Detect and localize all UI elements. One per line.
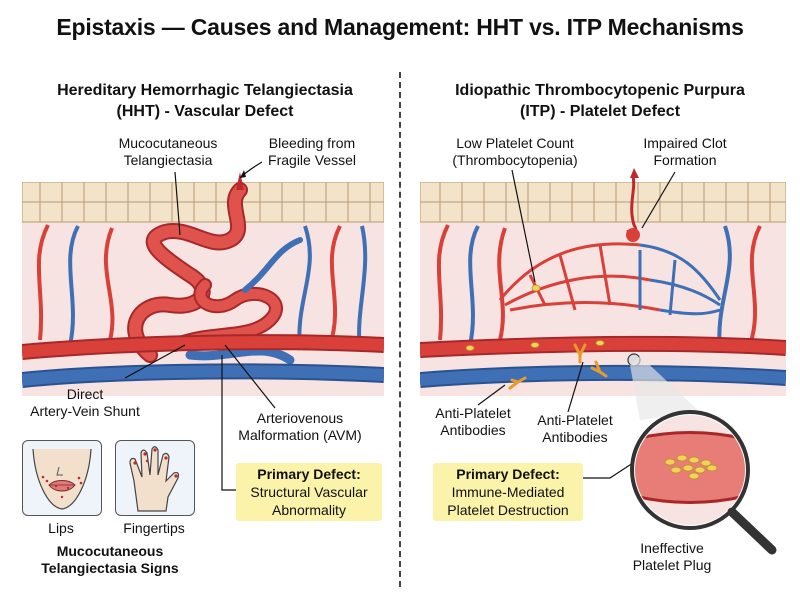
platelet-cluster: [664, 454, 718, 480]
signs-line2: Telangiectasia Signs: [41, 560, 179, 576]
label-impaired-clot: Impaired Clot Formation: [625, 135, 745, 169]
fingertips-label: Fingertips: [123, 520, 185, 536]
magnifier-cone: [630, 356, 700, 420]
label-low-line2: (Thrombocytopenia): [452, 152, 578, 168]
itp-heading-line2: (ITP) - Platelet Defect: [519, 103, 681, 120]
label-low-line1: Low Platelet Count: [456, 135, 574, 151]
label-telangiectasia-line2: Telangiectasia: [123, 152, 213, 168]
panel-divider: [399, 72, 401, 587]
itp-capillaries: [436, 224, 762, 351]
itp-heading: Idiopathic Thrombocytopenic Purpura (ITP…: [410, 80, 790, 122]
itp-vein: [420, 366, 786, 386]
hht-cell-borders: [22, 182, 384, 222]
itp-bleed-arrow: [630, 168, 639, 178]
label-antibodies-left: Anti-Platelet Antibodies: [418, 405, 528, 439]
label-avm: Arteriovenous Malformation (AVM): [230, 410, 370, 444]
label-shunt-line2: Artery-Vein Shunt: [30, 403, 140, 419]
hht-tissue-section: [22, 182, 384, 396]
hht-bleeding-spurt: [236, 172, 244, 190]
itp-tissue-section: [420, 182, 786, 396]
label-avm-line1: Arteriovenous: [256, 410, 344, 426]
label-ab-left-line1: Anti-Platelet: [435, 405, 511, 421]
hht-primary-defect-box: Primary Defect: Structural Vascular Abno…: [236, 463, 382, 521]
label-plug-line2: Platelet Plug: [632, 557, 712, 573]
lips-face-icon: [32, 448, 92, 510]
label-plug-line1: Ineffective: [640, 540, 704, 556]
label-ab-right-line1: Anti-Platelet: [537, 412, 613, 428]
label-clot-line1: Impaired Clot: [643, 135, 727, 151]
hht-defect-line1: Structural Vascular: [250, 484, 368, 500]
label-telangiectasia-line1: Mucocutaneous: [118, 135, 218, 151]
label-bleeding-vessel: Bleeding from Fragile Vessel: [252, 135, 372, 169]
label-bleeding-line1: Bleeding from: [268, 135, 356, 151]
itp-antibodies: [508, 343, 608, 390]
hht-heading-line1: Hereditary Hemorrhagic Telangiectasia: [57, 82, 353, 99]
label-ab-right-line2: Antibodies: [542, 429, 608, 445]
page-title: Epistaxis — Causes and Management: HHT v…: [56, 14, 744, 40]
itp-defect-title: Primary Defect:: [456, 466, 560, 482]
hand-icon: [129, 446, 180, 512]
hht-heading-line2: (HHT) - Vascular Defect: [116, 103, 294, 120]
lips-card: [22, 440, 102, 516]
label-mucocutaneous-telangiectasia: Mucocutaneous Telangiectasia: [98, 135, 238, 169]
itp-defect-line2: Platelet Destruction: [447, 502, 569, 518]
itp-artery: [420, 337, 786, 356]
label-ineffective-plug: Ineffective Platelet Plug: [612, 540, 732, 574]
label-shunt: Direct Artery-Vein Shunt: [20, 386, 150, 420]
hht-defect-line2: Abnormality: [272, 502, 346, 518]
itp-blood-drop: [626, 228, 640, 242]
telangiectasia-signs-caption: Mucocutaneous Telangiectasia Signs: [15, 543, 205, 577]
itp-platelets: [465, 284, 605, 351]
label-clot-line2: Formation: [653, 152, 717, 168]
itp-capillary-network: [498, 242, 722, 316]
hht-vein: [22, 365, 384, 386]
label-avm-line2: Malformation (AVM): [238, 427, 362, 443]
itp-defect-line1: Immune-Mediated: [451, 484, 565, 500]
label-bleeding-line2: Fragile Vessel: [268, 152, 356, 168]
bleeding-arrowhead: [240, 170, 246, 178]
label-shunt-line1: Direct: [66, 386, 104, 402]
label-low-platelet: Low Platelet Count (Thrombocytopenia): [435, 135, 595, 169]
hht-avm-tangle: [127, 182, 303, 365]
fingertips-card: [115, 440, 195, 516]
itp-primary-defect-box: Primary Defect: Immune-Mediated Platelet…: [433, 463, 583, 521]
hht-heading: Hereditary Hemorrhagic Telangiectasia (H…: [20, 80, 390, 122]
itp-heading-line1: Idiopathic Thrombocytopenic Purpura: [455, 82, 745, 99]
magnifier: [630, 410, 777, 555]
hht-capillaries: [36, 224, 368, 351]
signs-line1: Mucocutaneous: [56, 543, 164, 559]
lips-label: Lips: [48, 520, 74, 536]
label-antibodies-right: Anti-Platelet Antibodies: [520, 412, 630, 446]
hht-artery: [22, 336, 384, 358]
itp-cell-borders: [420, 182, 786, 222]
label-ab-left-line2: Antibodies: [440, 422, 506, 438]
hht-defect-title: Primary Defect:: [257, 466, 361, 482]
